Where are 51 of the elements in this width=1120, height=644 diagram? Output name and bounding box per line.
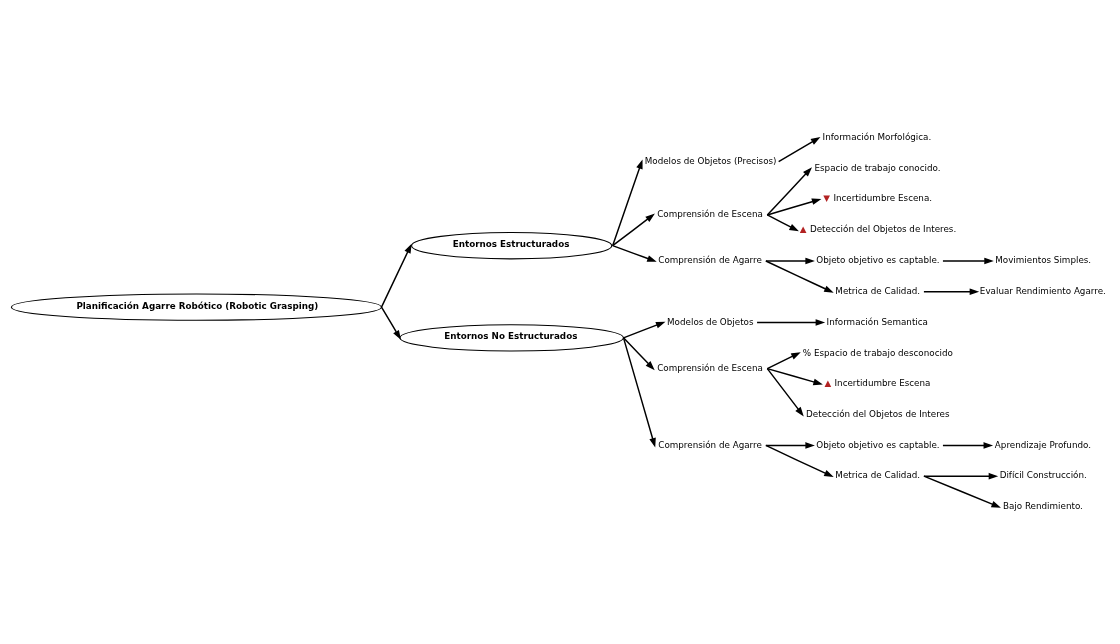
node-text: Espacio de trabajo conocido. — [814, 162, 941, 173]
arrow — [942, 257, 994, 264]
arrow — [622, 321, 666, 339]
arrow — [765, 259, 834, 293]
node-text: Información Morfológica. — [822, 131, 932, 142]
node-ellipse: Planificación Agarre Robótico (Robotic Grasping) — [10, 292, 382, 321]
node-text: ▼ Incertidumbre Escena. — [823, 192, 933, 203]
arrow — [380, 305, 401, 340]
node-text: Difícil Construcción. — [999, 469, 1087, 480]
arrow — [380, 243, 412, 308]
node-text: Comprensión de Escena — [657, 208, 763, 219]
node-text: Detección del Objetos de Interes — [806, 408, 950, 419]
node-text: Objeto objetivo es captable. — [816, 254, 940, 265]
arrow — [766, 213, 799, 231]
node-text: Modelos de Objetos (Precisos) — [644, 155, 777, 166]
arrow — [622, 336, 655, 370]
node-ellipse: Entornos Estructurados — [411, 231, 613, 259]
node-text: Comprensión de Agarre — [658, 439, 762, 450]
arrow — [611, 244, 657, 262]
arrow — [777, 136, 821, 162]
arrow — [611, 213, 655, 246]
arrow — [611, 158, 643, 246]
arrow — [765, 441, 815, 449]
arrow — [622, 336, 656, 448]
node-text: Objeto objetivo es captable. — [816, 439, 940, 450]
node-text: Bajo Rendimiento. — [1002, 500, 1083, 511]
arrow — [923, 474, 1001, 508]
node-text: Comprensión de Escena — [657, 362, 763, 373]
arrow — [942, 441, 994, 449]
arrow — [923, 472, 999, 479]
node-text: Comprensión de Agarre — [658, 254, 762, 265]
node-ellipse: Entornos No Estructurados — [399, 323, 624, 352]
node-text: Información Semantica — [826, 316, 928, 327]
node-text: ▲ Incertidumbre Escena — [824, 377, 931, 387]
node-text: Aprendizaje Profundo. — [994, 439, 1092, 450]
arrow — [756, 318, 826, 326]
arrow — [765, 257, 815, 264]
node-text: Metrica de Calidad. — [835, 285, 921, 296]
node-text: Evaluar Rendimiento Agarre. — [979, 285, 1106, 296]
arrow — [766, 197, 822, 216]
node-text: Modelos de Objetos — [667, 316, 754, 327]
node-text: % Espacio de trabajo desconocido — [802, 347, 953, 357]
node-text: Movimientos Simples. — [995, 254, 1092, 265]
node-text: ▲ Detección del Objetos de Interes. — [799, 223, 957, 234]
arrow — [766, 367, 804, 416]
arrow — [766, 166, 812, 216]
arrow — [766, 351, 801, 369]
arrow — [766, 367, 823, 385]
arrow — [765, 444, 834, 477]
arrow — [923, 287, 980, 295]
node-text: Metrica de Calidad. — [835, 469, 921, 480]
